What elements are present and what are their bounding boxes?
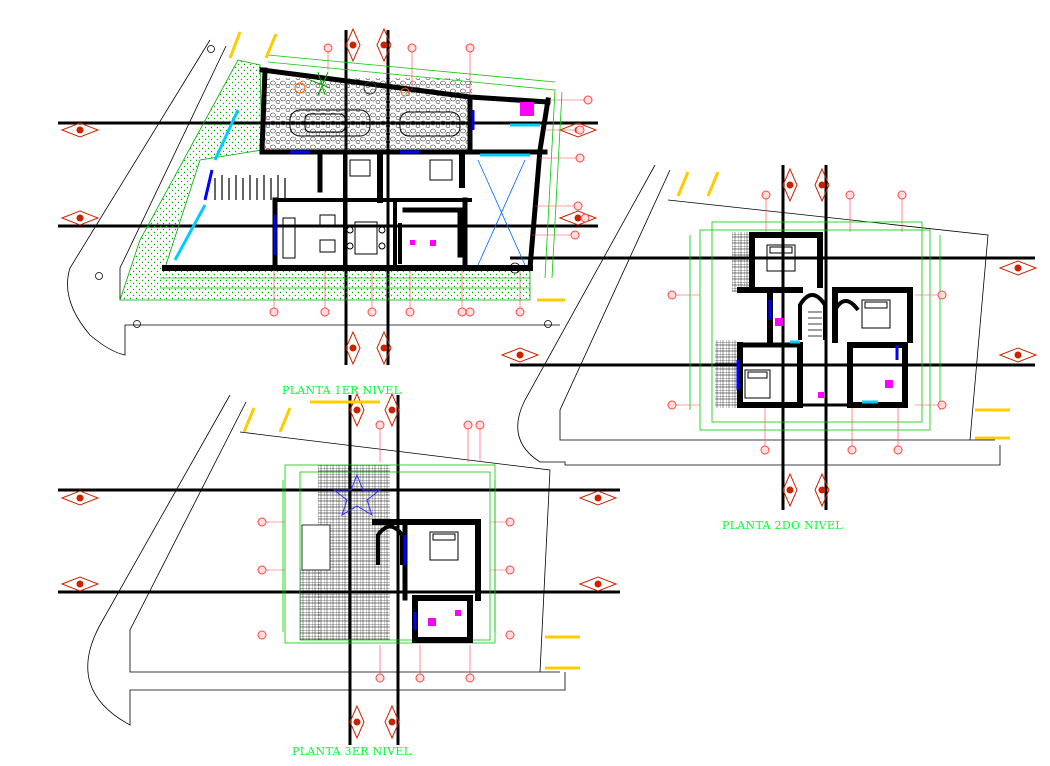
arches bbox=[798, 293, 860, 340]
plan-level-3 bbox=[242, 400, 580, 683]
section-marker-icon bbox=[60, 27, 1038, 740]
plants bbox=[294, 71, 410, 97]
plan-level-2 bbox=[667, 171, 1010, 455]
void bbox=[301, 524, 331, 571]
accent-marks bbox=[242, 400, 580, 670]
furniture-accents bbox=[428, 610, 461, 626]
open-court bbox=[477, 159, 526, 266]
plan-level-1 bbox=[95, 31, 593, 328]
axis-bubble-icon bbox=[667, 190, 947, 455]
windows bbox=[736, 300, 899, 390]
arches bbox=[376, 524, 404, 565]
furniture-accents bbox=[410, 102, 534, 246]
star-icon bbox=[332, 473, 382, 517]
accent-marks bbox=[228, 31, 565, 302]
plan-title-level-1: PLANTA 1ER NIVEL bbox=[282, 384, 402, 397]
axis-leaders bbox=[273, 52, 584, 308]
plan-title-level-3: PLANTA 3ER NIVEL bbox=[292, 745, 412, 758]
walls bbox=[372, 519, 481, 643]
furniture-accents bbox=[775, 318, 893, 398]
site-outlines bbox=[67, 39, 1001, 726]
roof-area bbox=[715, 340, 737, 408]
dimension-lines bbox=[160, 54, 563, 289]
bed-icon bbox=[429, 531, 459, 561]
windows bbox=[403, 535, 417, 630]
driveway bbox=[262, 78, 472, 150]
windows-blue bbox=[203, 110, 475, 255]
accent-marks bbox=[676, 171, 1010, 440]
bed-icon bbox=[744, 244, 891, 399]
stair-hatch bbox=[214, 175, 286, 200]
glass bbox=[790, 340, 878, 404]
windows bbox=[173, 109, 540, 261]
dimension-lines bbox=[689, 221, 941, 431]
axis-bubble-icon bbox=[269, 43, 593, 317]
plan-title-level-2: PLANTA 2DO NIVEL bbox=[722, 519, 843, 532]
roof-area bbox=[300, 568, 320, 640]
walls bbox=[737, 232, 913, 408]
grid-lines bbox=[58, 121, 1035, 594]
axis-leaders bbox=[676, 199, 938, 446]
site-markers bbox=[95, 45, 552, 328]
dining-table-icon bbox=[282, 159, 453, 259]
car-icon bbox=[289, 109, 461, 137]
axis-leaders bbox=[266, 429, 506, 674]
roof-area bbox=[732, 232, 752, 292]
stair-hatch bbox=[808, 311, 822, 337]
